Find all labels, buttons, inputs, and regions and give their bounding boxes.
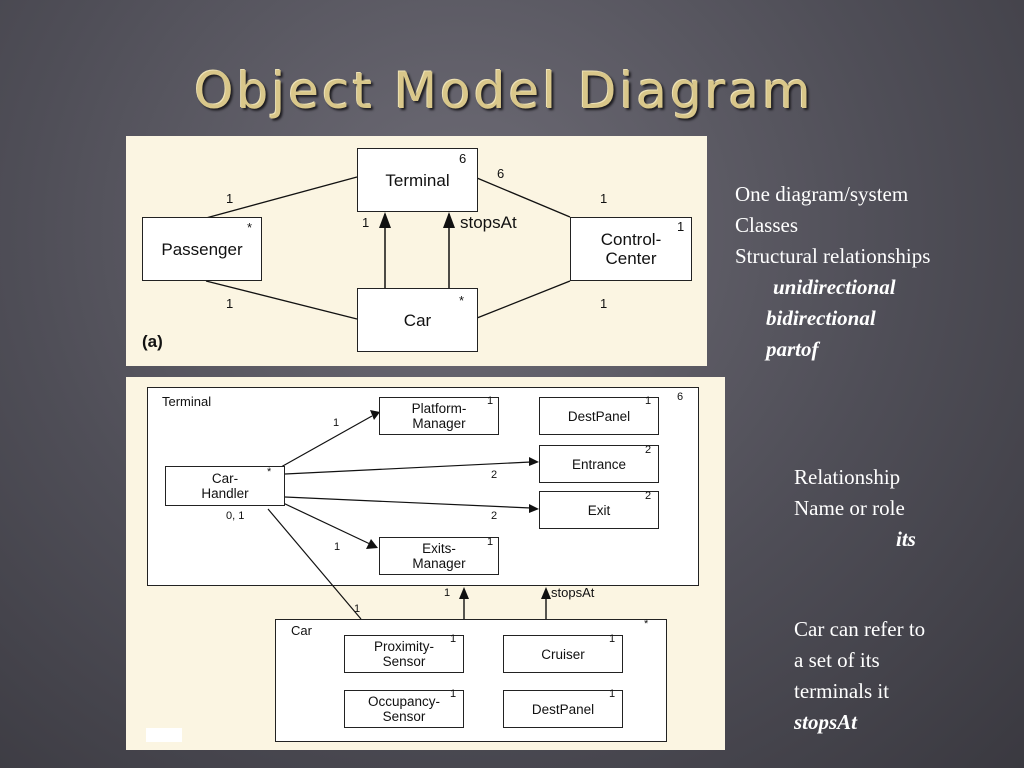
note-line-italic: partof [766, 337, 819, 361]
note-line-italic: its [896, 527, 916, 551]
note-line-italic: stopsAt [794, 710, 858, 734]
terminal-multiplicity: 6 [459, 151, 467, 166]
entrance-box: Entrance [539, 445, 659, 483]
note-line: Name or role [794, 496, 905, 520]
diagram-a: Terminal 6 Passenger * Control- Center 1… [126, 136, 707, 366]
terminal-label: Terminal [385, 170, 450, 190]
terminal-class-box: Terminal [357, 148, 478, 212]
passenger-car-multiplicity: 1 [226, 296, 234, 311]
car-container-multiplicity: * [644, 618, 649, 630]
car-terminal-multiplicity: 1 [362, 215, 370, 230]
control-center-class-box: Control- Center [570, 217, 692, 281]
car-handler-box: Car- Handler [165, 466, 285, 506]
passenger-class-box: Passenger [142, 217, 262, 281]
note-line: Structural relationships [735, 244, 931, 268]
terminal-destpanel-multiplicity: 1 [645, 395, 652, 407]
control-terminal-multiplicity: 1 [600, 191, 608, 206]
proximity-sensor-label: Proximity- Sensor [374, 639, 434, 669]
note-line: One diagram/system [735, 182, 909, 206]
car-destpanel-multiplicity: 1 [609, 688, 616, 700]
car-stops-at-label: stopsAt [551, 585, 595, 600]
car-control-multiplicity: 1 [600, 296, 608, 311]
exits-manager-multiplicity: 1 [487, 536, 494, 548]
notes-block-relationship: Relationship Name or role its [794, 462, 916, 555]
notes-block-structure: One diagram/system Classes Structural re… [735, 179, 930, 365]
proximity-sensor-multiplicity: 1 [450, 633, 457, 645]
car-link-multiplicity: 1 [354, 603, 361, 615]
entrance-label: Entrance [571, 456, 627, 472]
car-up-multiplicity: 1 [444, 587, 451, 599]
platform-manager-label: Platform- Manager [411, 401, 467, 431]
diagram-a-connectors [205, 176, 571, 320]
occupancy-sensor-box: Occupancy- Sensor [344, 690, 464, 728]
diagram-b: Terminal 6 Car * Platform- Manager 1 Des… [126, 377, 725, 750]
terminal-destpanel-label: DestPanel [567, 408, 631, 424]
platform-edge-multiplicity: 1 [333, 417, 340, 429]
diagram-a-tag: (a) [142, 332, 163, 351]
note-line: terminals it [794, 679, 890, 703]
passenger-terminal-multiplicity: 1 [226, 191, 234, 206]
occupancy-sensor-label: Occupancy- Sensor [367, 694, 441, 724]
car-destpanel-label: DestPanel [531, 701, 595, 717]
proximity-sensor-box: Proximity- Sensor [344, 635, 464, 673]
control-center-label: Control- Center [600, 230, 662, 268]
platform-manager-multiplicity: 1 [487, 395, 494, 407]
cruiser-box: Cruiser [503, 635, 623, 673]
passenger-multiplicity: * [247, 220, 253, 235]
platform-manager-box: Platform- Manager [379, 397, 499, 435]
car-handler-multiplicity: * [267, 466, 272, 478]
exit-multiplicity: 2 [645, 490, 652, 502]
exit-label: Exit [587, 502, 611, 518]
exits-manager-edge-multiplicity: 1 [334, 541, 341, 553]
cruiser-multiplicity: 1 [609, 633, 616, 645]
note-line: a set of its [794, 648, 880, 672]
car-handler-link-multiplicity: 0, 1 [226, 510, 245, 522]
slide-title: Object Model Diagram [194, 62, 814, 120]
car-class-box: Car [357, 288, 478, 352]
passenger-label: Passenger [161, 239, 243, 259]
note-line: Relationship [794, 465, 901, 489]
entrance-edge-multiplicity: 2 [491, 469, 498, 481]
note-line-italic: bidirectional [766, 306, 876, 330]
terminal-container-multiplicity: 6 [677, 391, 684, 403]
stops-at-label: stopsAt [460, 213, 517, 232]
note-line: Car can refer to [794, 617, 926, 641]
diagram-b-connectors [267, 410, 551, 620]
exit-box: Exit [539, 491, 659, 529]
exits-manager-label: Exits- Manager [412, 541, 466, 571]
control-center-multiplicity: 1 [677, 219, 685, 234]
white-patch [146, 728, 182, 742]
car-destpanel-box: DestPanel [503, 690, 623, 728]
car-multiplicity: * [459, 293, 465, 308]
car-label: Car [403, 310, 432, 330]
cruiser-label: Cruiser [541, 646, 585, 662]
entrance-multiplicity: 2 [645, 444, 652, 456]
occupancy-sensor-multiplicity: 1 [450, 688, 457, 700]
car-container-label: Car [291, 623, 312, 638]
terminal-destpanel-box: DestPanel [539, 397, 659, 435]
exit-edge-multiplicity: 2 [491, 510, 498, 522]
terminal-container-label: Terminal [162, 394, 212, 409]
exits-manager-box: Exits- Manager [379, 537, 499, 575]
terminal-control-multiplicity: 6 [497, 166, 505, 181]
note-line: Classes [735, 213, 798, 237]
notes-block-car: Car can refer to a set of its terminals … [794, 614, 925, 738]
car-handler-label: Car- Handler [201, 471, 249, 501]
note-line-italic: unidirectional [773, 275, 896, 299]
